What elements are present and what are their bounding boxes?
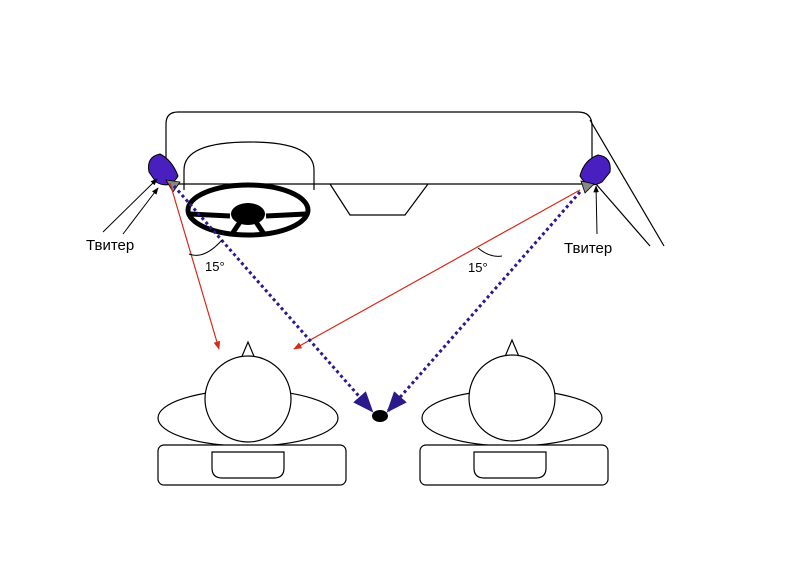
angle-left-label: 15° — [205, 259, 225, 274]
tweeter-right-pointer — [593, 185, 599, 235]
tweeter-icon — [148, 153, 181, 193]
tweeter-right-label: Твитер — [564, 240, 612, 257]
tweeter-left-pointer-2 — [122, 187, 159, 235]
headrest — [473, 451, 547, 479]
steering-wheel-icon — [185, 182, 311, 238]
dashboard-outline — [165, 111, 593, 185]
listener-head-icon — [204, 355, 292, 443]
direct-line-left — [169, 182, 221, 350]
listener-head-icon — [468, 354, 556, 442]
focus-point-icon — [372, 410, 388, 422]
a-pillar-line-inner — [595, 183, 651, 247]
listener-nose — [503, 338, 521, 360]
aim-line-left — [172, 185, 374, 413]
tweeter-left-label: Твитер — [86, 237, 134, 254]
glove-box — [329, 183, 429, 216]
listener-right — [419, 338, 609, 486]
a-pillar-line — [589, 119, 665, 247]
aim-line-right — [386, 191, 582, 413]
listener-left — [157, 340, 347, 486]
angle-arc-left — [188, 239, 223, 256]
tweeter-left-pointer — [102, 178, 158, 233]
headrest — [211, 451, 285, 479]
instrument-cluster-hood — [183, 141, 315, 190]
angle-arc-right — [477, 247, 503, 257]
direct-line-right — [293, 189, 581, 350]
angle-right-label: 15° — [468, 260, 488, 275]
tweeter-icon — [579, 154, 611, 194]
